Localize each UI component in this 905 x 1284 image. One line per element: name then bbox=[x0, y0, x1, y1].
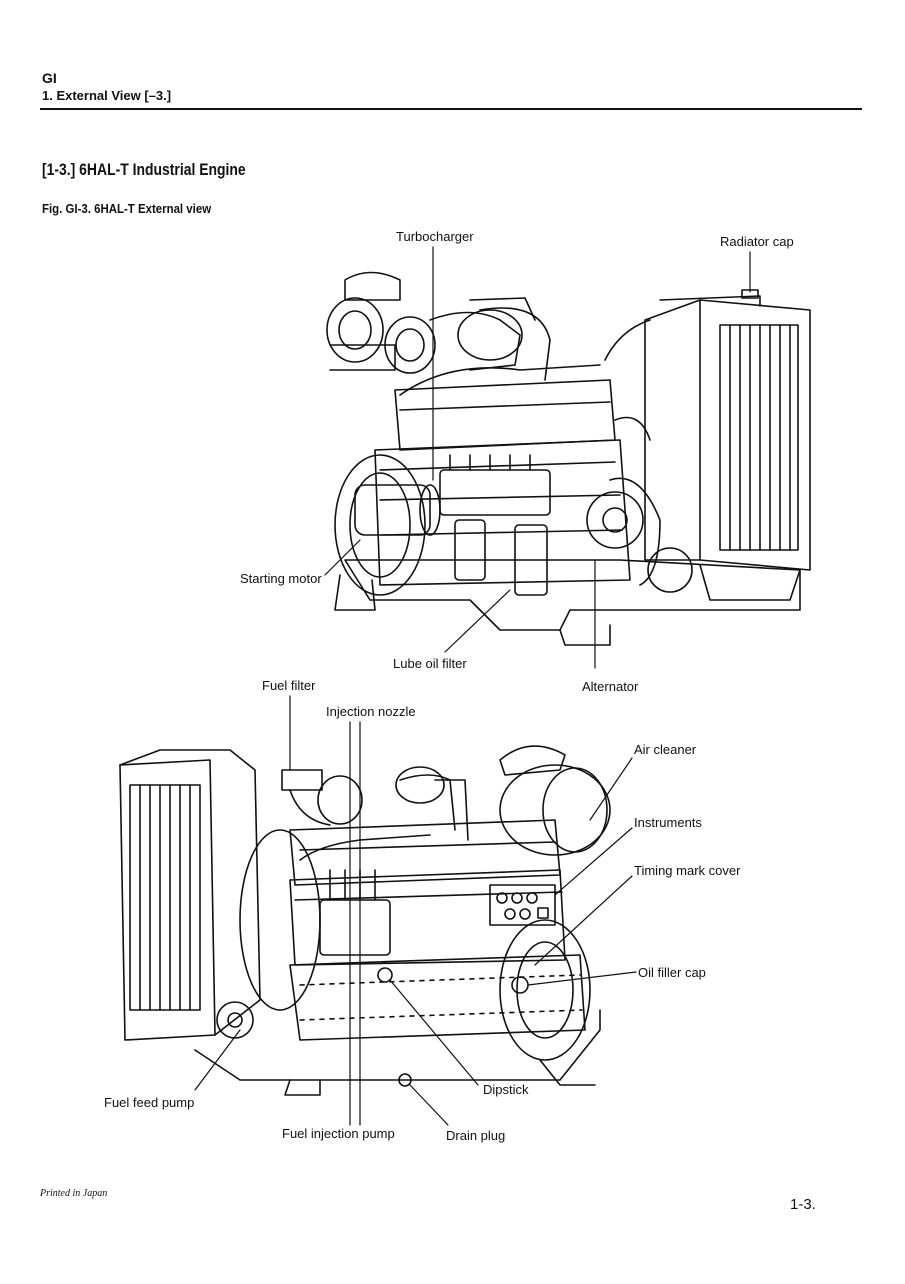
upper-engine-drawing bbox=[326, 271, 811, 646]
label-drain-plug: Drain plug bbox=[446, 1128, 506, 1143]
label-fuel-feed-pump: Fuel feed pump bbox=[104, 1095, 195, 1110]
subsection-title: 1. External View [–3.] bbox=[42, 88, 172, 103]
lower-engine-drawing bbox=[119, 745, 611, 1096]
label-starting-motor: Starting motor bbox=[240, 571, 322, 586]
label-instruments: Instruments bbox=[634, 815, 702, 830]
label-oil-filler-cap: Oil filler cap bbox=[638, 965, 706, 980]
label-dipstick: Dipstick bbox=[483, 1082, 529, 1097]
label-turbocharger: Turbocharger bbox=[396, 229, 474, 244]
label-timing-mark-cover: Timing mark cover bbox=[634, 863, 741, 878]
label-fuel-filter: Fuel filter bbox=[262, 678, 316, 693]
label-alternator: Alternator bbox=[582, 679, 639, 694]
leader-lines bbox=[194, 246, 751, 1126]
label-air-cleaner: Air cleaner bbox=[634, 742, 697, 757]
label-lube-oil-filter: Lube oil filter bbox=[393, 656, 467, 671]
figure-caption: Fig. GI-3. 6HAL-T External view bbox=[42, 201, 212, 216]
label-radiator-cap: Radiator cap bbox=[720, 234, 794, 249]
printed-in-japan: Printed in Japan bbox=[40, 1188, 108, 1199]
page-number: 1-3. bbox=[790, 1196, 816, 1213]
header-rule bbox=[40, 108, 862, 110]
label-injection-nozzle: Injection nozzle bbox=[326, 704, 416, 719]
label-fuel-injection-pump: Fuel injection pump bbox=[282, 1126, 395, 1141]
page-title: [1-3.] 6HAL-T Industrial Engine bbox=[42, 160, 246, 179]
section-code: GI bbox=[42, 70, 57, 86]
